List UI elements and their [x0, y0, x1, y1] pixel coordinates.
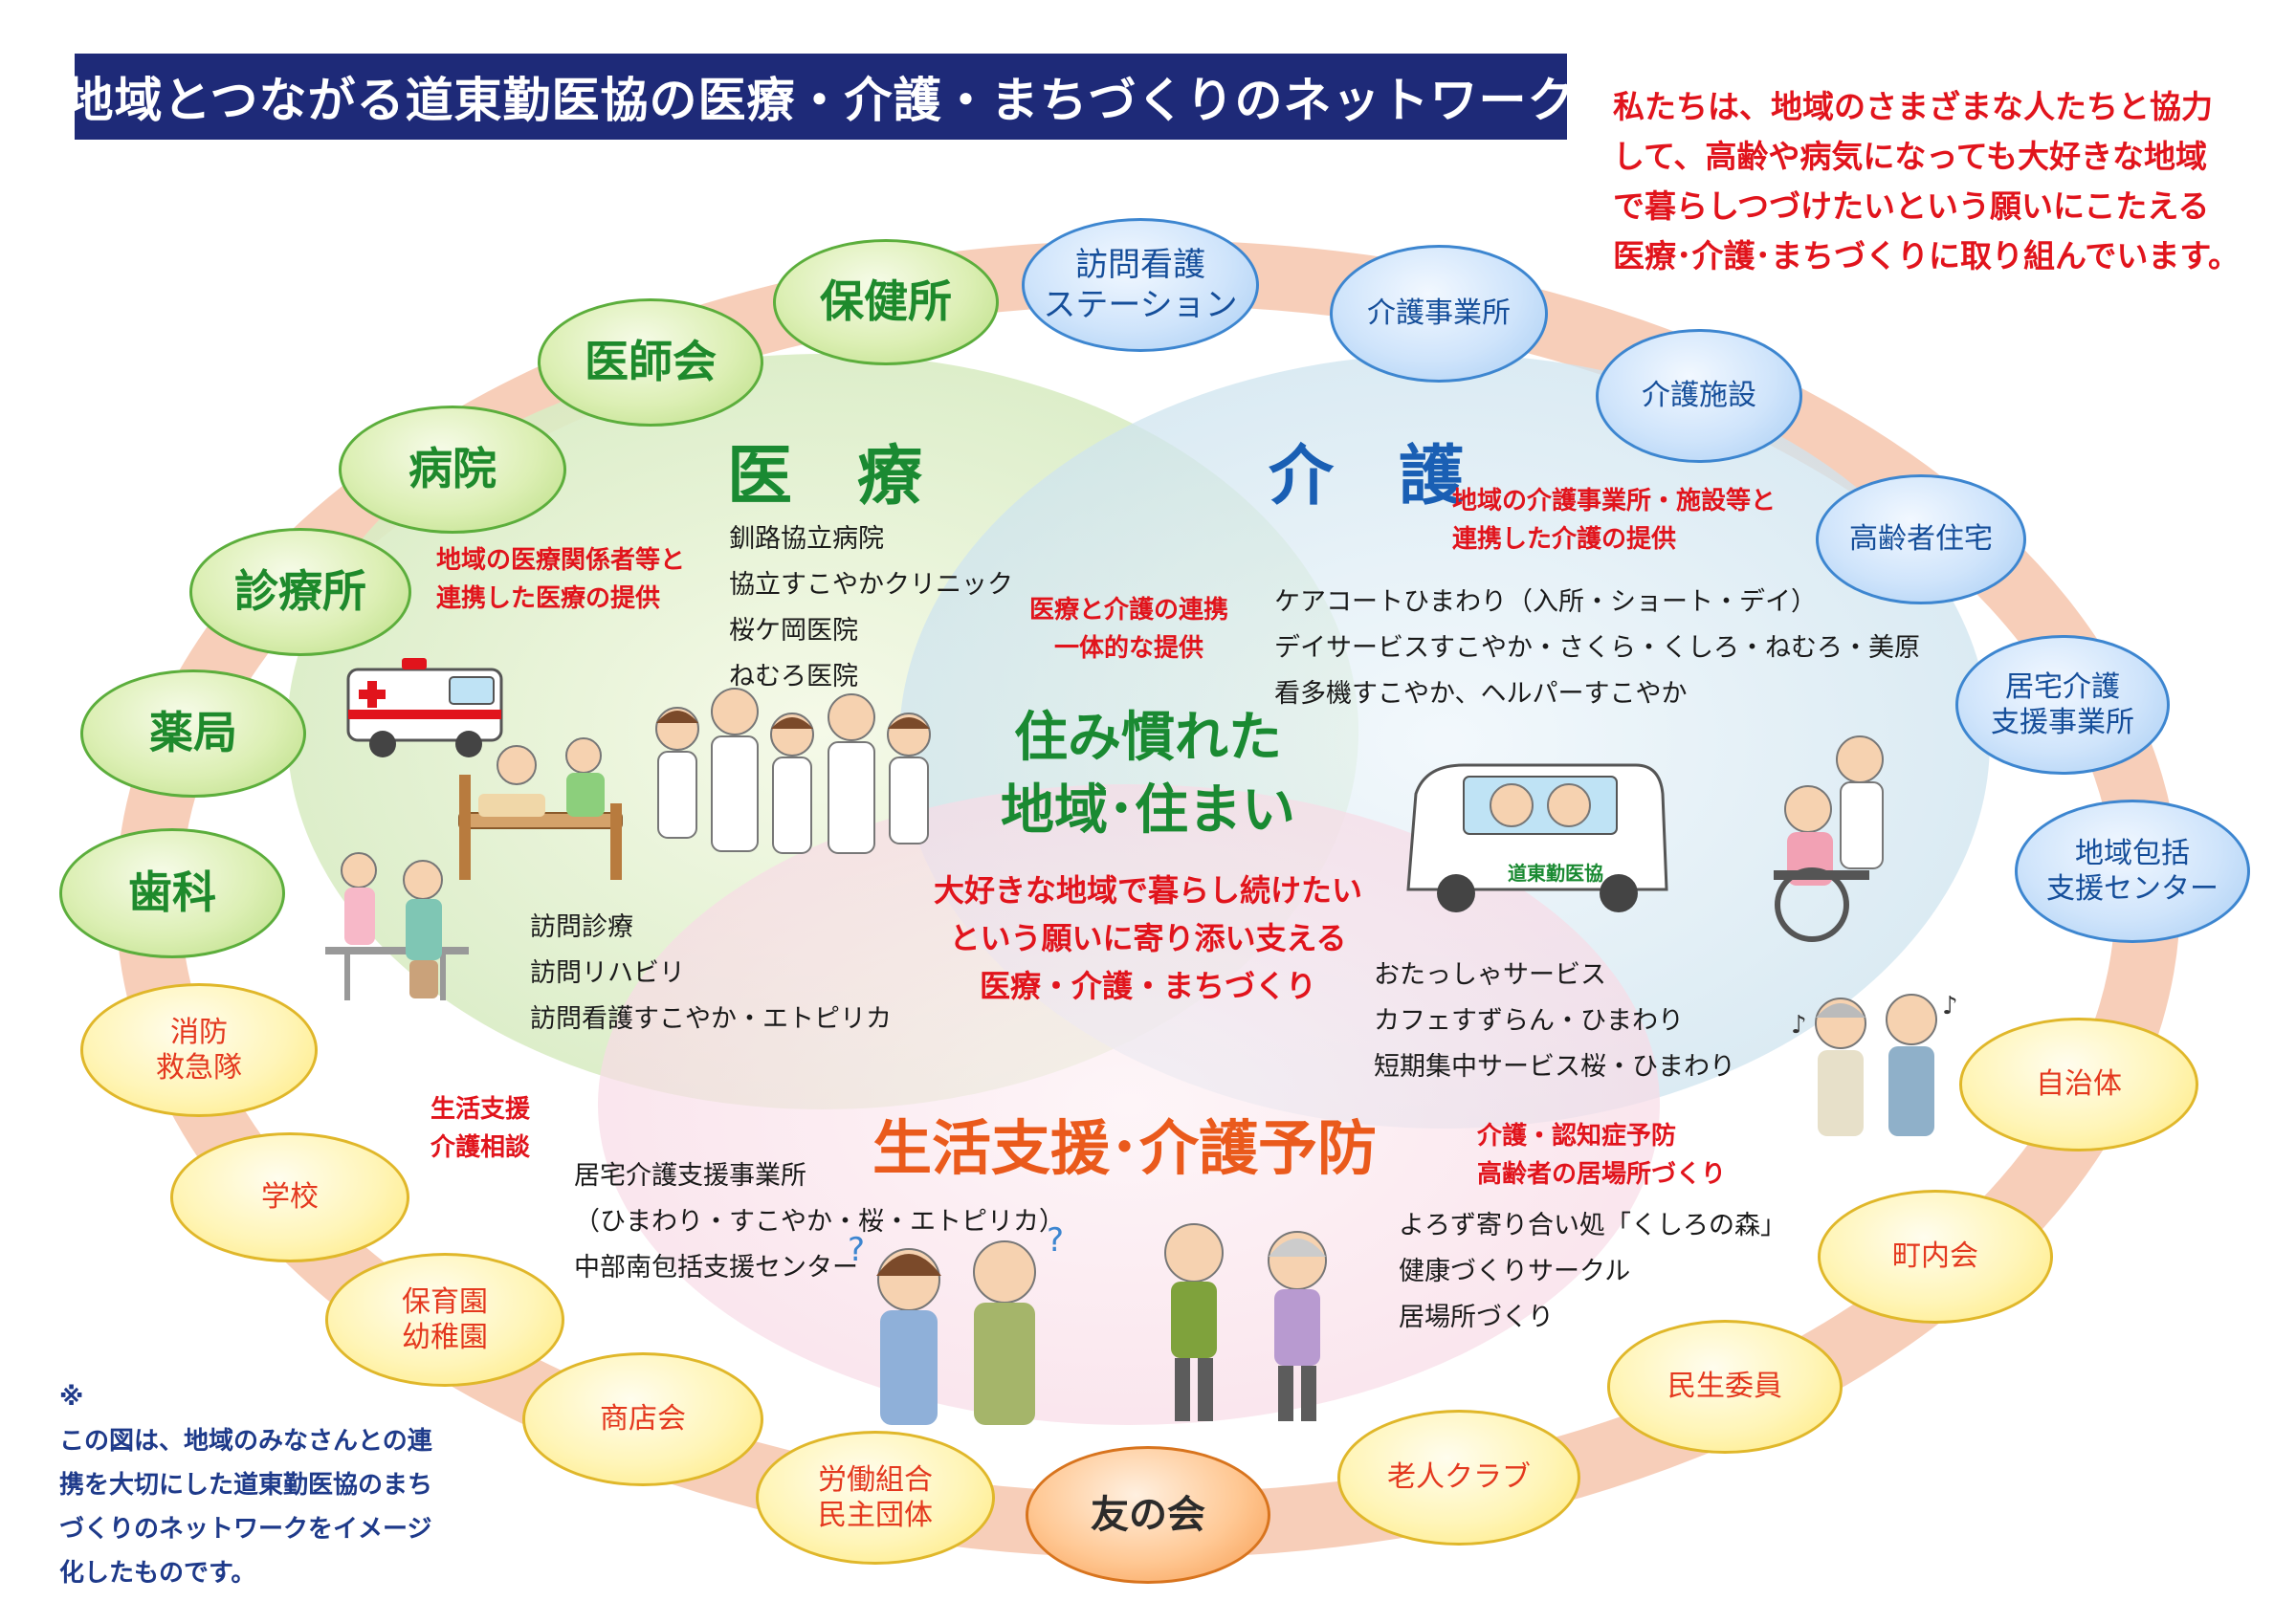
mission-statement: 私たちは、地域のさまざまな人たちと協力 して、高齢や病気になっても大好きな地域 …: [1613, 82, 2273, 281]
van-label: 道東勤医協: [1508, 862, 1603, 885]
medical-facility-list: 釧路協立病院 協立すこやかクリニック 桜ケ岡医院 ねむろ医院: [729, 516, 1013, 700]
life-support-right-note: 介護・認知症予防 高齢者の居場所づくり: [1477, 1122, 1727, 1189]
footnote: ※ この図は、地域のみなさんとの連 携を大切にした道東勤医協のまち づくりのネッ…: [59, 1375, 509, 1595]
footnote-line: 化したものです。: [59, 1559, 256, 1588]
center-subtitle: 大好きな地域で暮らし続けたい という願いに寄り添い支える 医療・介護・まちづくり: [933, 872, 1362, 1004]
list-item: 釧路協立病院: [729, 524, 884, 554]
page-title: 地域とつながる道東勤医協の医療・介護・まちづくりのネットワーク: [66, 54, 1576, 140]
list-item: 訪問リハビリ: [530, 958, 685, 988]
list-item: 協立すこやかクリニック: [729, 570, 1013, 600]
partner-bubble-labor-unions: 労働組合 民主団体: [756, 1431, 995, 1565]
svg-text:♪: ♪: [1791, 1011, 1807, 1040]
svg-text:♪: ♪: [1942, 992, 1958, 1020]
footnote-line: 携を大切にした道東勤医協のまち: [59, 1471, 433, 1500]
partner-bubble-elderly-housing: 高齢者住宅: [1816, 474, 2026, 604]
footnote-mark: ※: [59, 1383, 84, 1412]
prevention-activity-list: よろず寄り合い処「くしろの森」 健康づくりサークル 居場所づくり: [1399, 1203, 1786, 1341]
list-item: 健康づくりサークル: [1399, 1257, 1631, 1286]
partner-bubble-neighborhood-association: 町内会: [1818, 1190, 2053, 1324]
list-item: カフェすずらん・ひまわり: [1374, 1006, 1684, 1036]
partner-bubble-local-government: 自治体: [1959, 1018, 2198, 1151]
venn-life-area: [598, 784, 1660, 1425]
care-service-list: おたっしゃサービス カフェすずらん・ひまわり 短期集中サービス桜・ひまわり: [1374, 953, 1735, 1090]
list-item: 桜ケ岡医院: [729, 616, 858, 646]
life-support-heading: 生活支援･介護予防: [872, 1113, 1378, 1183]
partner-bubble-welfare-commissioner: 民生委員: [1607, 1320, 1843, 1454]
home-medical-service-list: 訪問診療 訪問リハビリ 訪問看護すこやか・エトピリカ: [530, 905, 892, 1042]
list-item: 居場所づくり: [1399, 1303, 1554, 1332]
list-item: （ひまわり・すこやか・桜・エトピリカ）: [574, 1207, 1065, 1237]
partner-bubble-home-care-support-office: 居宅介護 支援事業所: [1955, 635, 2170, 775]
list-item: 訪問看護すこやか・エトピリカ: [530, 1004, 892, 1034]
partner-bubble-school: 学校: [170, 1132, 409, 1262]
mission-line: 医療･介護･まちづくりに取り組んでいます。: [1613, 237, 2241, 274]
partner-bubble-friends-association: 友の会: [1026, 1446, 1270, 1584]
ambulance-illustration: [346, 658, 503, 757]
list-item: 居宅介護支援事業所: [574, 1161, 806, 1191]
partner-bubble-medical-association: 医師会: [538, 298, 763, 427]
consulting-couple-illustration: ? ?: [848, 1222, 1064, 1425]
partner-bubble-fire-ambulance: 消防 救急隊: [80, 983, 318, 1117]
exercising-seniors-illustration: [1164, 1223, 1327, 1421]
partner-bubble-regional-support-center: 地域包括 支援センター: [2015, 800, 2250, 943]
life-support-left-note: 生活支援 介護相談: [430, 1095, 530, 1162]
care-facility-list: ケアコートひまわり（入所・ショート・デイ） デイサービスすこやか・さくら・くしろ…: [1274, 580, 1920, 717]
partner-bubble-public-health-center: 保健所: [773, 239, 999, 365]
list-item: よろず寄り合い処「くしろの森」: [1399, 1211, 1786, 1240]
list-item: 中部南包括支援センター: [574, 1253, 858, 1283]
footnote-line: この図は、地域のみなさんとの連: [59, 1427, 432, 1456]
partner-bubble-pharmacy: 薬局: [80, 669, 306, 798]
partner-bubble-hospital: 病院: [339, 406, 566, 534]
svg-text:?: ?: [848, 1231, 865, 1269]
rehab-walking-illustration: [325, 852, 469, 1000]
medical-note: 地域の医療関係者等と 連携した医療の提供: [436, 546, 686, 613]
list-item: ケアコートひまわり（入所・ショート・デイ）: [1274, 587, 1817, 617]
care-heading: 介 護: [1269, 439, 1465, 515]
medical-care-overlap-note: 医療と介護の連携 一体的な提供: [1029, 596, 1229, 663]
partner-bubble-care-business: 介護事業所: [1330, 245, 1548, 383]
list-item: 短期集中サービス桜・ひまわり: [1374, 1052, 1735, 1082]
mission-line: 私たちは、地域のさまざまな人たちと協力: [1613, 88, 2213, 125]
care-support-list: 居宅介護支援事業所 （ひまわり・すこやか・桜・エトピリカ） 中部南包括支援センタ…: [574, 1153, 1065, 1291]
partner-bubble-care-facility: 介護施設: [1596, 329, 1802, 463]
center-title: 住み慣れた 地域･住まい: [1001, 707, 1295, 842]
list-item: 看多機すこやか、ヘルパーすこやか: [1274, 679, 1688, 709]
medical-staff-illustration: [655, 688, 931, 854]
list-item: おたっしゃサービス: [1374, 960, 1606, 990]
partner-bubble-seniors-club: 老人クラブ: [1337, 1410, 1580, 1546]
footnote-line: づくりのネットワークをイメージ: [59, 1515, 432, 1544]
care-note: 地域の介護事業所・施設等と 連携した介護の提供: [1452, 487, 1777, 554]
svg-text:?: ?: [1047, 1222, 1064, 1260]
partner-bubble-dental: 歯科: [59, 828, 285, 958]
wheelchair-illustration: [1774, 735, 1884, 942]
mission-line: して、高齢や病気になっても大好きな地域: [1613, 138, 2208, 175]
list-item: デイサービスすこやか・さくら・くしろ・ねむろ・美原: [1274, 633, 1920, 663]
partner-bubble-visiting-nurse-station: 訪問看護 ステーション: [1022, 218, 1259, 352]
medical-heading: 医 療: [727, 439, 923, 515]
partner-bubble-clinic: 診療所: [189, 528, 411, 656]
mission-line: で暮らしつづけたいという願いにこたえる: [1613, 187, 2210, 225]
partner-bubble-shopping-association: 商店会: [522, 1352, 763, 1486]
singing-seniors-illustration: ♪ ♪: [1791, 992, 1958, 1136]
bed-patient-illustration: [458, 737, 623, 880]
care-van-illustration: [1406, 763, 1668, 912]
list-item: 訪問診療: [530, 912, 633, 942]
list-item: ねむろ医院: [729, 662, 858, 691]
partner-bubble-nursery-kindergarten: 保育園 幼稚園: [325, 1253, 564, 1387]
